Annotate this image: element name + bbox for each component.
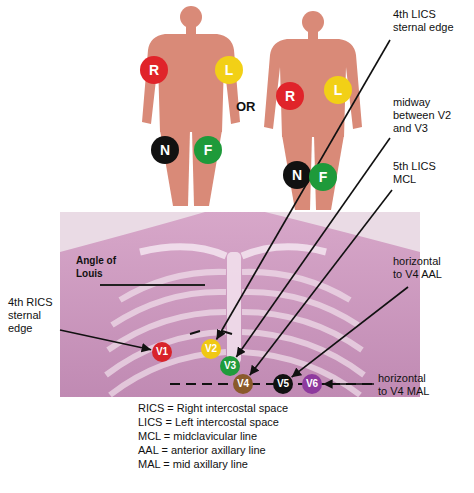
callout-text: horizontal to V4 AAL <box>393 255 451 281</box>
chest-electrode: V3 <box>220 356 240 376</box>
leader-line <box>250 190 392 375</box>
chest-illustration <box>60 212 420 397</box>
callout-text: 5th LICS MCL <box>393 160 453 186</box>
electrode-label: L <box>334 83 343 97</box>
body-figure <box>264 11 362 210</box>
leader-line <box>323 383 374 385</box>
electrode-label: V3 <box>224 361 236 371</box>
limb-electrode: L <box>324 76 352 104</box>
rib-tick <box>190 331 232 334</box>
electrode-circle <box>276 82 304 110</box>
landmark-label: Angle of Louis <box>76 254 134 280</box>
abbreviation-note: RICS = Right intercostal space <box>138 402 458 415</box>
callout-text: horizontal to V4 MAL <box>378 372 436 398</box>
limb-electrode: L <box>215 56 243 84</box>
electrode-label: F <box>319 170 328 184</box>
electrode-label: R <box>149 63 159 77</box>
electrode-label: L <box>225 63 234 77</box>
chest-electrode: V6 <box>302 374 322 394</box>
or-text: OR <box>236 100 276 113</box>
limb-electrode: R <box>276 82 304 110</box>
electrode-circle <box>194 136 222 164</box>
leader-line <box>217 40 391 340</box>
limb-electrode: F <box>194 136 222 164</box>
limb-electrode: F <box>309 163 337 191</box>
electrode-label: F <box>204 143 213 157</box>
electrode-circle <box>309 163 337 191</box>
electrode-label: V2 <box>205 344 217 354</box>
electrode-circle <box>324 76 352 104</box>
electrode-circle <box>152 342 172 362</box>
body-figure <box>142 6 240 206</box>
limb-electrode: N <box>283 161 311 189</box>
chest-electrode: V2 <box>201 339 221 359</box>
electrode-circle <box>151 136 179 164</box>
abbreviation-note: MAL = mid axillary line <box>138 458 458 471</box>
electrode-label: N <box>160 143 170 157</box>
electrode-circle <box>215 56 243 84</box>
callout-text: midway between V2 and V3 <box>393 96 457 135</box>
abbreviation-note: LICS = Left intercostal space <box>138 416 458 429</box>
leader-line <box>236 138 390 357</box>
callout-text: 4th RICS sternal edge <box>8 296 56 335</box>
electrode-circle <box>283 161 311 189</box>
electrode-circle <box>140 56 168 84</box>
abbreviation-note: MCL = midclavicular line <box>138 430 458 443</box>
leader-line <box>292 287 408 377</box>
electrode-label: R <box>285 89 295 103</box>
electrode-circle <box>201 339 221 359</box>
electrode-circle <box>220 356 240 376</box>
electrode-label: V4 <box>237 379 249 389</box>
electrode-circle <box>273 374 293 394</box>
chest-electrode: V1 <box>152 342 172 362</box>
angle-line <box>100 284 205 286</box>
chest-electrode: V4 <box>233 374 253 394</box>
leader-lines <box>60 40 408 384</box>
limb-electrode: N <box>151 136 179 164</box>
limb-electrode: R <box>140 56 168 84</box>
electrode-label: N <box>292 168 302 182</box>
chest-electrode: V5 <box>273 374 293 394</box>
leader-line <box>60 330 151 350</box>
abbreviation-note: AAL = anterior axillary line <box>138 444 458 457</box>
electrode-label: V1 <box>156 347 168 357</box>
electrode-label: V5 <box>277 379 289 389</box>
electrode-label: V6 <box>306 379 318 389</box>
callout-text: 4th LICS sternal edge <box>393 8 465 34</box>
electrode-circle <box>302 374 322 394</box>
electrode-circle <box>233 374 253 394</box>
